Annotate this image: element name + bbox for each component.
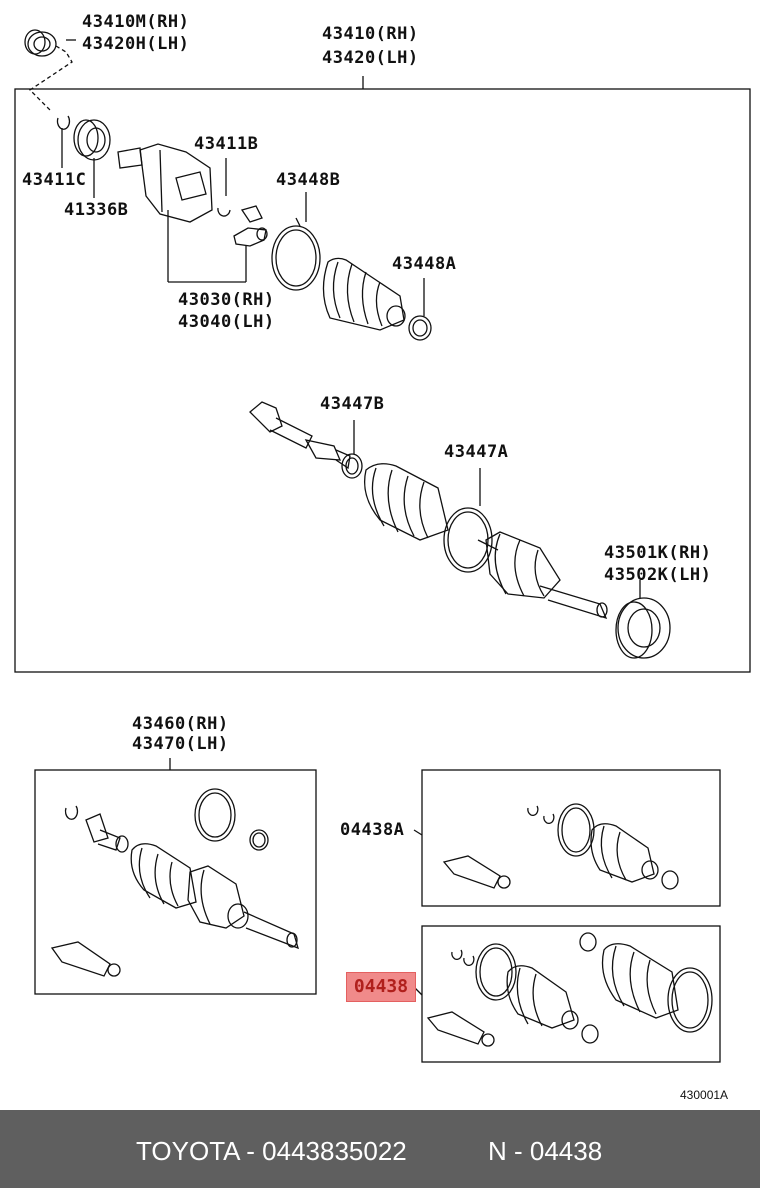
- footer-part-reference: N - 04438: [488, 1136, 603, 1166]
- boot-clamp-43448a: [408, 315, 432, 341]
- label-43470: 43470(LH): [132, 734, 229, 754]
- boot-clamp-43447a: [443, 507, 493, 573]
- footer-brand-part-number: TOYOTA - 0443835022: [136, 1136, 407, 1166]
- snap-ring-43411b: [217, 207, 231, 217]
- label-43501k: 43501K(RH): [604, 543, 712, 563]
- label-43460: 43460(RH): [132, 714, 229, 734]
- label-41336b: 41336B: [64, 200, 129, 220]
- label-43410m: 43410M(RH): [82, 12, 190, 32]
- outer-joint-kit-parts: [50, 788, 299, 977]
- highlighted-part-04438[interactable]: 04438: [346, 972, 416, 1002]
- boot-kit-frame: [421, 925, 721, 1063]
- label-43420: 43420(LH): [322, 48, 419, 68]
- label-43420h: 43420H(LH): [82, 34, 190, 54]
- outer-boot: [363, 463, 449, 541]
- drive-shaft: [249, 401, 351, 470]
- boot-clamp-43447b: [341, 453, 363, 479]
- seal-41336b: [73, 119, 111, 161]
- label-43410: 43410(RH): [322, 24, 419, 44]
- diagram-reference-code: 430001A: [680, 1088, 729, 1102]
- label-43411c: 43411C: [22, 170, 87, 190]
- part-footer-bar: TOYOTA - 0443835022 N - 04438: [0, 1110, 760, 1188]
- inner-joint-housing: [117, 143, 213, 223]
- label-43447b: 43447B: [320, 394, 385, 414]
- label-43448b: 43448B: [276, 170, 341, 190]
- boot-clamp-43448b: [271, 217, 321, 291]
- outer-cv-joint: [485, 531, 608, 620]
- main-assembly-frame: [14, 88, 751, 673]
- boot-kit-a-frame: [421, 769, 721, 907]
- boot-kit-parts: [426, 932, 713, 1047]
- label-04438a: 04438A: [340, 820, 405, 840]
- label-43040: 43040(LH): [178, 312, 275, 332]
- label-43030: 43030(RH): [178, 290, 275, 310]
- label-43411b: 43411B: [194, 134, 259, 154]
- snap-ring-43411c: [56, 115, 71, 130]
- label-43447a: 43447A: [444, 442, 509, 462]
- outer-joint-kit-frame: [34, 769, 317, 995]
- dust-seal-outer: [615, 597, 671, 659]
- dust-seal-inner: [24, 29, 57, 57]
- label-43448a: 43448A: [392, 254, 457, 274]
- inner-boot: [322, 257, 406, 331]
- label-43502k: 43502K(LH): [604, 565, 712, 585]
- exploded-parts-diagram: [14, 29, 751, 1063]
- boot-kit-a-parts: [442, 803, 679, 890]
- tripod-joint: [233, 205, 268, 247]
